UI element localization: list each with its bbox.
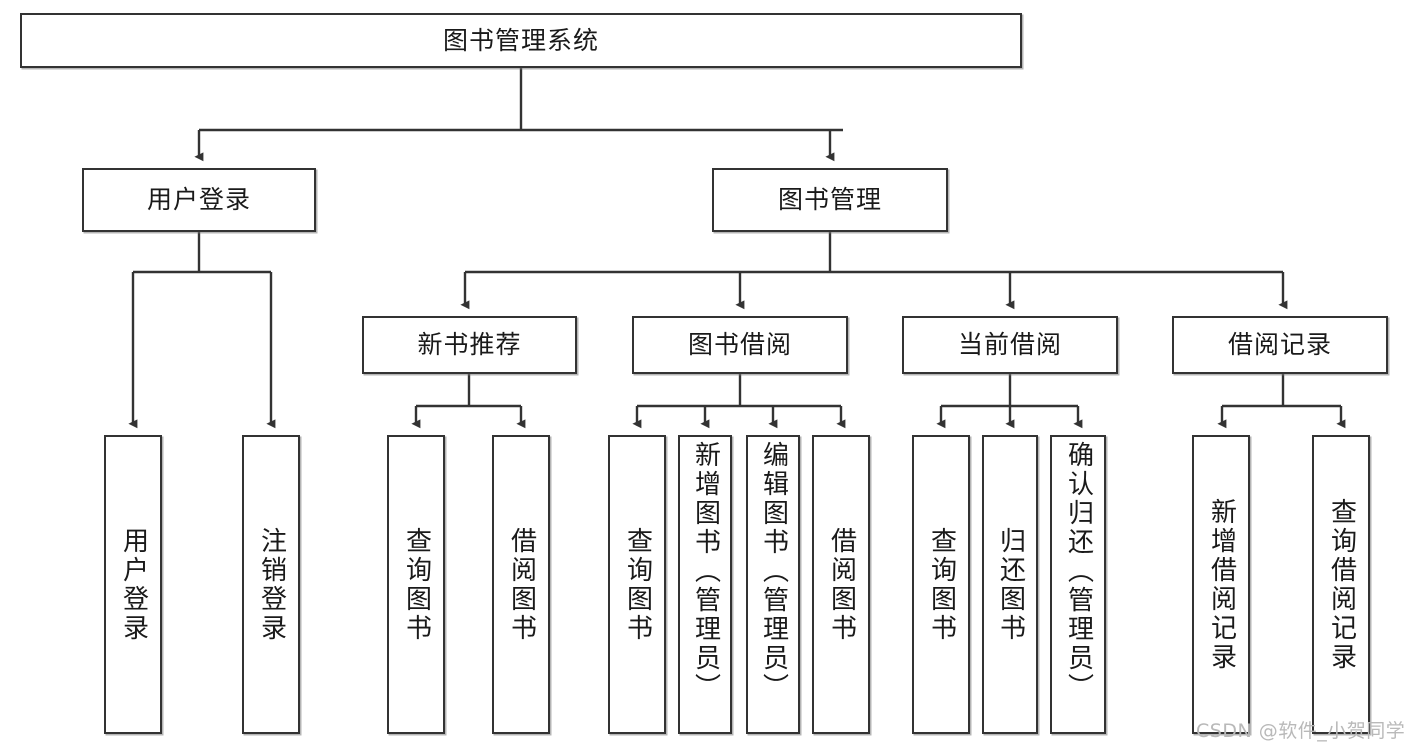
node-label: 确认归还（管理员） <box>1063 441 1094 702</box>
node-label: 编辑图书（管理员） <box>758 441 789 702</box>
node-label: 新增图书（管理员） <box>690 441 721 702</box>
node-current-borrow[interactable]: 当前借阅 <box>902 316 1118 374</box>
node-label: 用户登录 <box>118 526 149 643</box>
node-user-login[interactable]: 用户登录 <box>82 168 316 232</box>
node-label: 新书推荐 <box>417 330 522 360</box>
node-label: 新增借阅记录 <box>1206 497 1237 672</box>
leaf-borrow-record-add-record[interactable]: 新增借阅记录 <box>1192 435 1250 734</box>
node-label: 图书管理系统 <box>442 25 599 55</box>
node-label: 借阅图书 <box>506 526 537 643</box>
leaf-borrow-record-query-record[interactable]: 查询借阅记录 <box>1312 435 1370 734</box>
node-label: 查询借阅记录 <box>1326 497 1357 672</box>
watermark-csdn: CSDN @软件_小贺同学 <box>1196 720 1405 742</box>
node-new-book-recommend[interactable]: 新书推荐 <box>362 316 577 374</box>
leaf-book-borrow-borrow-book[interactable]: 借阅图书 <box>812 435 870 734</box>
node-label: 注销登录 <box>256 526 287 643</box>
node-borrow-record[interactable]: 借阅记录 <box>1172 316 1388 374</box>
leaf-current-borrow-query-book[interactable]: 查询图书 <box>912 435 970 734</box>
leaf-book-borrow-query-book[interactable]: 查询图书 <box>608 435 666 734</box>
node-label: 归还图书 <box>995 526 1026 643</box>
node-label: 查询图书 <box>926 526 957 643</box>
node-root-book-management-system[interactable]: 图书管理系统 <box>20 13 1022 68</box>
leaf-new-book-borrow-book[interactable]: 借阅图书 <box>492 435 550 734</box>
node-label: 当前借阅 <box>957 330 1062 360</box>
node-label: 借阅记录 <box>1227 330 1332 360</box>
leaf-current-borrow-confirm-return-admin[interactable]: 确认归还（管理员） <box>1050 435 1106 734</box>
node-book-borrow[interactable]: 图书借阅 <box>632 316 848 374</box>
node-book-management[interactable]: 图书管理 <box>712 168 948 232</box>
node-label: 图书借阅 <box>687 330 792 360</box>
leaf-current-borrow-return-book[interactable]: 归还图书 <box>982 435 1038 734</box>
leaf-user-login-logout[interactable]: 注销登录 <box>242 435 300 734</box>
node-label: 查询图书 <box>401 526 432 643</box>
leaf-user-login-login[interactable]: 用户登录 <box>104 435 162 734</box>
leaf-new-book-query-book[interactable]: 查询图书 <box>387 435 445 734</box>
node-label: 图书管理 <box>777 185 882 215</box>
node-label: 用户登录 <box>146 185 251 215</box>
node-label: 查询图书 <box>622 526 653 643</box>
leaf-book-borrow-add-book-admin[interactable]: 新增图书（管理员） <box>678 435 732 734</box>
leaf-book-borrow-edit-book-admin[interactable]: 编辑图书（管理员） <box>746 435 800 734</box>
node-label: 借阅图书 <box>826 526 857 643</box>
